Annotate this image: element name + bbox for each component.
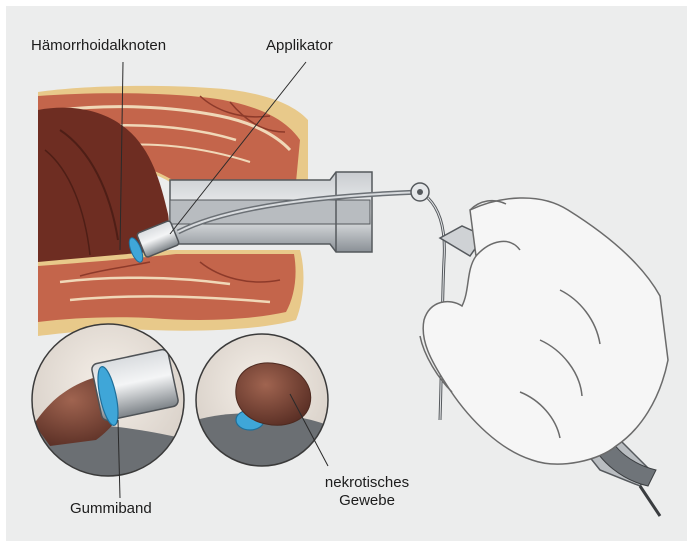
label-hemorrhoid: Hämorrhoidalknoten — [31, 37, 166, 55]
label-rubber-band: Gummiband — [70, 500, 152, 518]
label-necrotic-line2: Gewebe — [306, 492, 428, 510]
proctoscope — [170, 172, 372, 252]
detail-circle-left — [30, 324, 190, 480]
anatomy-lower-wall — [38, 250, 303, 336]
detail-circle-right — [196, 334, 330, 470]
label-necrotic-tissue: nekrotisches Gewebe — [306, 474, 428, 510]
label-necrotic-line1: nekrotisches — [306, 474, 428, 492]
label-applicator: Applikator — [266, 37, 333, 55]
